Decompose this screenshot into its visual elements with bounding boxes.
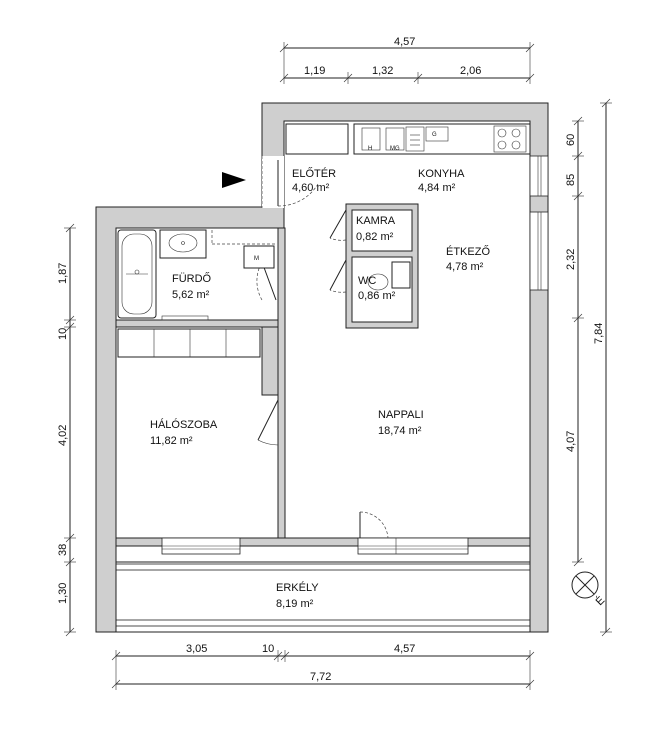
dim-top-3: 2,06 xyxy=(460,65,481,77)
dim-right-1: 60 xyxy=(565,134,577,146)
room-name-wc: WC xyxy=(358,275,376,287)
room-name-eloter: ELŐTÉR xyxy=(292,166,336,180)
room-name-kamra: KAMRA xyxy=(356,215,396,227)
kitchen-counter: H MG G xyxy=(285,123,531,155)
dimension-left: 1,87 10 4,02 38 1,30 xyxy=(57,223,76,637)
fixture-m-label: M xyxy=(254,256,259,262)
room-area-haloszoba: 11,82 m² xyxy=(150,435,193,447)
dim-left-3: 4,02 xyxy=(57,425,69,446)
room-labels: ELŐTÉR 4,60 m² KONYHA 4,84 m² KAMRA 0,82… xyxy=(150,166,490,610)
room-area-wc: 0,86 m² xyxy=(358,290,396,302)
fixture-mg-label: MG xyxy=(390,146,400,152)
wardrobe xyxy=(117,328,261,358)
dim-left-1: 1,87 xyxy=(57,263,69,284)
dim-right-3: 2,32 xyxy=(565,249,577,270)
dim-left-5: 1,30 xyxy=(57,583,69,604)
windows xyxy=(161,155,549,555)
room-area-eloter: 4,60 m² xyxy=(292,182,330,194)
fixture-g-label: G xyxy=(432,132,437,138)
compass-icon: É xyxy=(571,571,607,608)
bathroom-fixtures: M xyxy=(117,229,276,321)
dim-bottom-1: 3,05 xyxy=(186,643,207,655)
room-area-konyha: 4,84 m² xyxy=(418,182,456,194)
dim-left-2: 10 xyxy=(57,328,69,340)
room-area-furdo: 5,62 m² xyxy=(172,289,210,301)
compass-label: É xyxy=(593,594,607,608)
dimension-right: 60 85 2,32 4,07 7,84 xyxy=(565,98,612,637)
dim-bottom-2: 10 xyxy=(262,643,274,655)
room-area-kamra: 0,82 m² xyxy=(356,231,394,243)
room-area-etkezo: 4,78 m² xyxy=(446,261,484,273)
dim-bottom-3: 4,57 xyxy=(394,643,415,655)
hob-burner-icon xyxy=(511,128,521,138)
room-name-nappali: NAPPALI xyxy=(378,409,424,421)
outer-walls xyxy=(95,102,549,633)
dimension-top: 4,57 1,19 1,32 2,06 xyxy=(279,36,535,84)
fixture-h-label: H xyxy=(368,146,372,152)
hob-burner-icon xyxy=(497,128,507,138)
dim-bottom-total: 7,72 xyxy=(310,671,331,683)
dimension-bottom: 3,05 10 4,57 7,72 xyxy=(111,643,535,690)
room-name-konyha: KONYHA xyxy=(418,168,465,180)
room-name-etkezo: ÉTKEZŐ xyxy=(446,244,490,258)
room-name-haloszoba: HÁLÓSZOBA xyxy=(150,418,218,431)
room-name-furdo: FÜRDŐ xyxy=(172,271,212,285)
dim-right-4: 4,07 xyxy=(565,431,577,452)
toilet-icon xyxy=(367,273,389,291)
dim-right-2: 85 xyxy=(565,174,577,186)
dim-top-2: 1,32 xyxy=(372,65,393,77)
room-name-erkely: ERKÉLY xyxy=(276,581,319,594)
entrance-arrow-icon xyxy=(222,172,246,188)
room-area-erkely: 8,19 m² xyxy=(276,598,314,610)
wc-fixture xyxy=(367,261,411,291)
room-area-nappali: 18,74 m² xyxy=(378,425,422,437)
hob-burner-icon xyxy=(497,140,507,150)
doors xyxy=(256,156,389,539)
washbasin-icon xyxy=(168,233,198,253)
hob-burner-icon xyxy=(511,140,521,150)
dim-left-4: 38 xyxy=(57,544,69,556)
dim-top-total: 4,57 xyxy=(394,36,415,48)
dim-right-total: 7,84 xyxy=(593,323,605,344)
dim-top-1: 1,19 xyxy=(304,65,325,77)
